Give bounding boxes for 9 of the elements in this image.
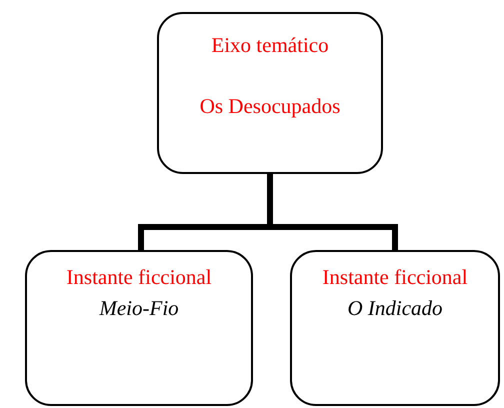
- rounded-box: [157, 12, 383, 174]
- story-title: O Indicado: [346, 295, 444, 322]
- box-heading: Instante ficcional: [65, 264, 213, 291]
- box-heading: Instante ficcional: [321, 264, 469, 291]
- theme-title: Os Desocupados: [198, 93, 342, 120]
- rounded-box: [290, 250, 500, 406]
- story-title: Meio-Fio: [98, 295, 180, 322]
- box-heading: Eixo temático: [210, 32, 330, 59]
- rounded-box: [25, 250, 253, 406]
